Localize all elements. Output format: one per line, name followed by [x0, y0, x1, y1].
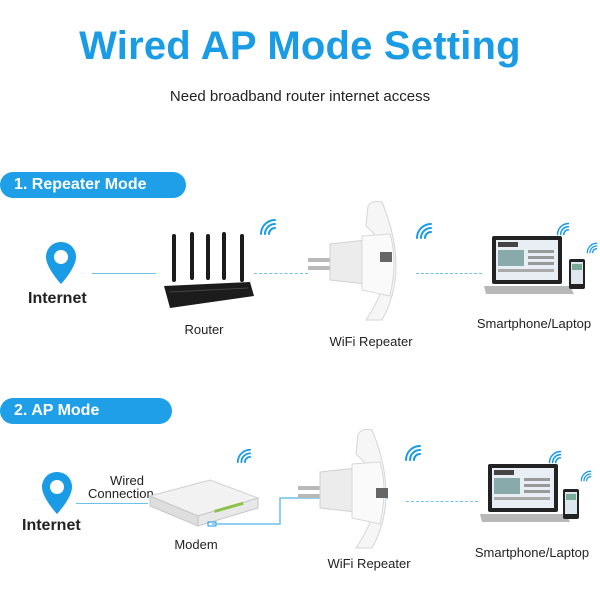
modem-label: Modem	[174, 537, 218, 552]
page-title: Wired AP Mode Setting	[79, 24, 521, 68]
laptop-icon	[480, 464, 570, 522]
smartphone-laptop-label: Smartphone/Laptop	[474, 545, 590, 560]
wifi-signal-icon	[260, 219, 276, 235]
wireless-link	[254, 273, 308, 274]
laptop-icon	[484, 236, 574, 294]
wireless-link	[416, 273, 482, 274]
wifi-signal-icon	[416, 223, 432, 239]
page-subtitle: Need broadband router internet access	[169, 88, 431, 105]
smartphone-icon	[563, 489, 579, 519]
wired-connector-line	[76, 503, 148, 504]
wifi-repeater-label: WiFi Repeater	[327, 556, 411, 571]
wifi-signal-icon	[548, 450, 562, 464]
wifi-signal-icon	[586, 242, 598, 254]
connector-line	[92, 273, 156, 274]
internet-label: Internet	[22, 517, 81, 534]
wired-label-line1: Wired	[110, 473, 144, 488]
location-pin-icon	[42, 472, 72, 514]
wired-label-line2: Connection	[88, 486, 154, 501]
router-label: Router	[184, 322, 224, 337]
wifi-signal-icon	[236, 448, 252, 464]
wifi-repeater-label: WiFi Repeater	[329, 334, 413, 349]
wired-connection-label: Wired Connection	[88, 473, 154, 501]
wifi-repeater-icon	[298, 429, 388, 549]
wifi-signal-icon	[580, 470, 592, 482]
location-pin-icon	[46, 242, 76, 284]
ap-mode-badge: 2. AP Mode	[0, 398, 172, 424]
modem-icon	[148, 479, 260, 527]
wifi-signal-icon	[405, 445, 421, 461]
internet-label: Internet	[28, 290, 87, 307]
wifi-repeater-icon	[308, 201, 397, 321]
smartphone-icon	[569, 259, 585, 289]
router-icon	[164, 232, 254, 308]
repeater-mode-badge: 1. Repeater Mode	[0, 172, 186, 198]
wireless-link	[406, 501, 478, 502]
wifi-signal-icon	[556, 222, 570, 236]
smartphone-laptop-label: Smartphone/Laptop	[476, 316, 592, 331]
